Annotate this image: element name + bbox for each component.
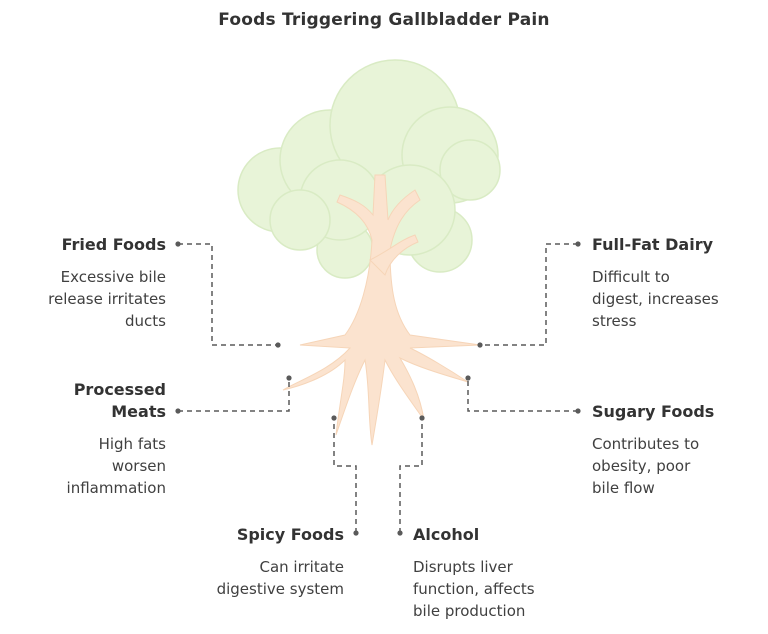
dot-spicy-root: [331, 415, 337, 421]
item-fried-foods: Fried Foods Excessive bile release irrit…: [6, 234, 166, 332]
item-description: Can irritate digestive system: [184, 556, 344, 600]
text-line: bile production: [413, 602, 526, 620]
connector-processed: [178, 378, 290, 412]
item-description: High fats worsen inflammation: [6, 433, 166, 499]
connector-dairy: [480, 243, 578, 346]
item-description: Contributes to obesity, poor bile flow: [592, 433, 762, 499]
tree-foliage: [237, 59, 501, 279]
text-line: Difficult to: [592, 268, 670, 286]
item-heading: Full-Fat Dairy: [592, 235, 714, 254]
connector-spicy: [333, 418, 357, 533]
text-line: Excessive bile: [60, 268, 166, 286]
text-line: ducts: [125, 312, 166, 330]
diagram-title: Foods Triggering Gallbladder Pain: [218, 10, 550, 30]
heading-line: Processed: [73, 380, 166, 399]
connector-sugary: [467, 378, 578, 412]
text-line: inflammation: [66, 479, 166, 497]
item-sugary-foods: Sugary Foods Contributes to obesity, poo…: [592, 401, 762, 499]
text-line: stress: [592, 312, 637, 330]
dot-fried-label: [175, 241, 181, 247]
dot-processed-label: [175, 408, 181, 414]
item-full-fat-dairy: Full-Fat Dairy Difficult to digest, incr…: [592, 234, 762, 332]
item-description: Disrupts liver function, affects bile pr…: [413, 556, 583, 622]
text-line: obesity, poor: [592, 457, 691, 475]
item-alcohol: Alcohol Disrupts liver function, affects…: [413, 524, 583, 622]
dot-sugary-root: [465, 375, 471, 381]
dot-spicy-label: [353, 530, 359, 536]
dot-alcohol-root: [419, 415, 425, 421]
item-heading: Processed Meats: [6, 379, 166, 423]
connector-alcohol: [399, 418, 423, 533]
dot-processed-root: [286, 375, 292, 381]
text-line: Can irritate: [259, 558, 344, 576]
text-line: High fats: [98, 435, 166, 453]
text-line: worsen: [111, 457, 166, 475]
text-line: function, affects: [413, 580, 535, 598]
heading-line: Meats: [111, 402, 166, 421]
connector-dots: [175, 241, 581, 536]
dot-fried-root: [275, 342, 281, 348]
dot-alcohol-label: [397, 530, 403, 536]
text-line: bile flow: [592, 479, 655, 497]
dot-dairy-label: [575, 241, 581, 247]
text-line: Contributes to: [592, 435, 700, 453]
text-line: release irritates: [48, 290, 166, 308]
text-line: digest, increases: [592, 290, 719, 308]
item-processed-meats: Processed Meats High fats worsen inflamm…: [6, 379, 166, 499]
connector-fried: [178, 243, 278, 346]
item-heading: Spicy Foods: [236, 525, 344, 544]
dot-dairy-root: [477, 342, 483, 348]
item-description: Difficult to digest, increases stress: [592, 266, 762, 332]
text-line: Disrupts liver: [413, 558, 513, 576]
item-heading: Fried Foods: [61, 235, 166, 254]
item-description: Excessive bile release irritates ducts: [6, 266, 166, 332]
connector-lines: [178, 243, 578, 533]
text-line: digestive system: [216, 580, 344, 598]
item-heading: Sugary Foods: [592, 402, 715, 421]
item-heading: Alcohol: [413, 525, 480, 544]
dot-sugary-label: [575, 408, 581, 414]
item-spicy-foods: Spicy Foods Can irritate digestive syste…: [184, 524, 344, 600]
